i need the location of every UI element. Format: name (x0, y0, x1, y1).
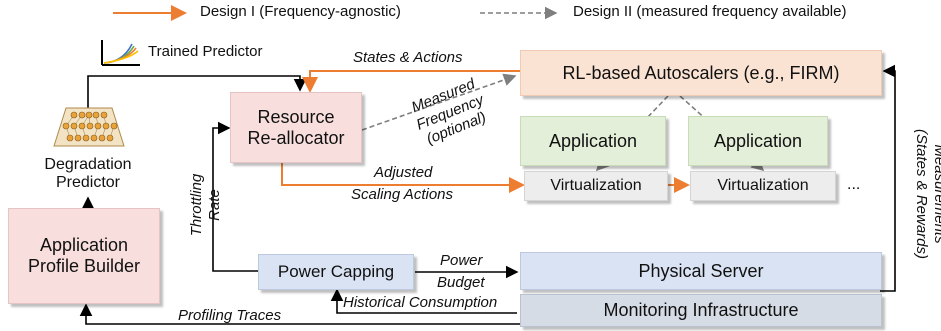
states-actions-label: States & Actions (353, 49, 463, 66)
throttling-rate-label: Throttling Rate (188, 173, 223, 237)
power-label: Power (440, 252, 483, 269)
adjusted-label: Adjusted (374, 164, 433, 181)
physical-server-box: Physical Server (520, 252, 882, 290)
rl-autoscalers-box: RL-based Autoscalers (e.g., FIRM) (520, 50, 882, 96)
profiling-traces-label: Profiling Traces (178, 307, 282, 324)
legend-design2-label: Design II (measured frequency available) (573, 3, 847, 20)
measured-frequency-arrow (361, 73, 517, 131)
historical-consumption-arrow (330, 288, 517, 314)
measurements-label: Measurements (States & Rewards) (913, 128, 941, 260)
adjusted-scaling-arrow (281, 163, 525, 193)
degradation-predictor-label: Degradation Predictor (44, 155, 132, 191)
historical-consumption-label: Historical Consumption (343, 294, 498, 311)
application-box-1: Application (520, 116, 666, 166)
trained-predictor-chart-icon (101, 40, 140, 66)
neural-network-icon (53, 107, 125, 147)
legend-design1-label: Design I (Frequency-agnostic) (200, 3, 401, 20)
throttling-rate-arrow (212, 121, 258, 272)
trained-predictor-arrow (87, 75, 307, 108)
monitoring-box: Monitoring Infrastructure (520, 294, 882, 327)
ellipsis-label: ... (847, 176, 861, 193)
profile-builder-box: Application Profile Builder (8, 208, 160, 304)
virtualization-box-2: Virtualization (690, 171, 836, 201)
virtualization-box-1: Virtualization (524, 171, 668, 201)
application-box-2: Application (688, 116, 828, 166)
measurements-arrow (880, 64, 896, 292)
resource-reallocator-box: Resource Re-allocator (230, 92, 362, 163)
scaling-actions-label: Scaling Actions (351, 186, 453, 203)
power-capping-box: Power Capping (258, 254, 414, 290)
trained-predictor-label: Trained Predictor (148, 43, 263, 60)
states-actions-arrow (302, 70, 520, 93)
budget-label: Budget (437, 274, 485, 291)
